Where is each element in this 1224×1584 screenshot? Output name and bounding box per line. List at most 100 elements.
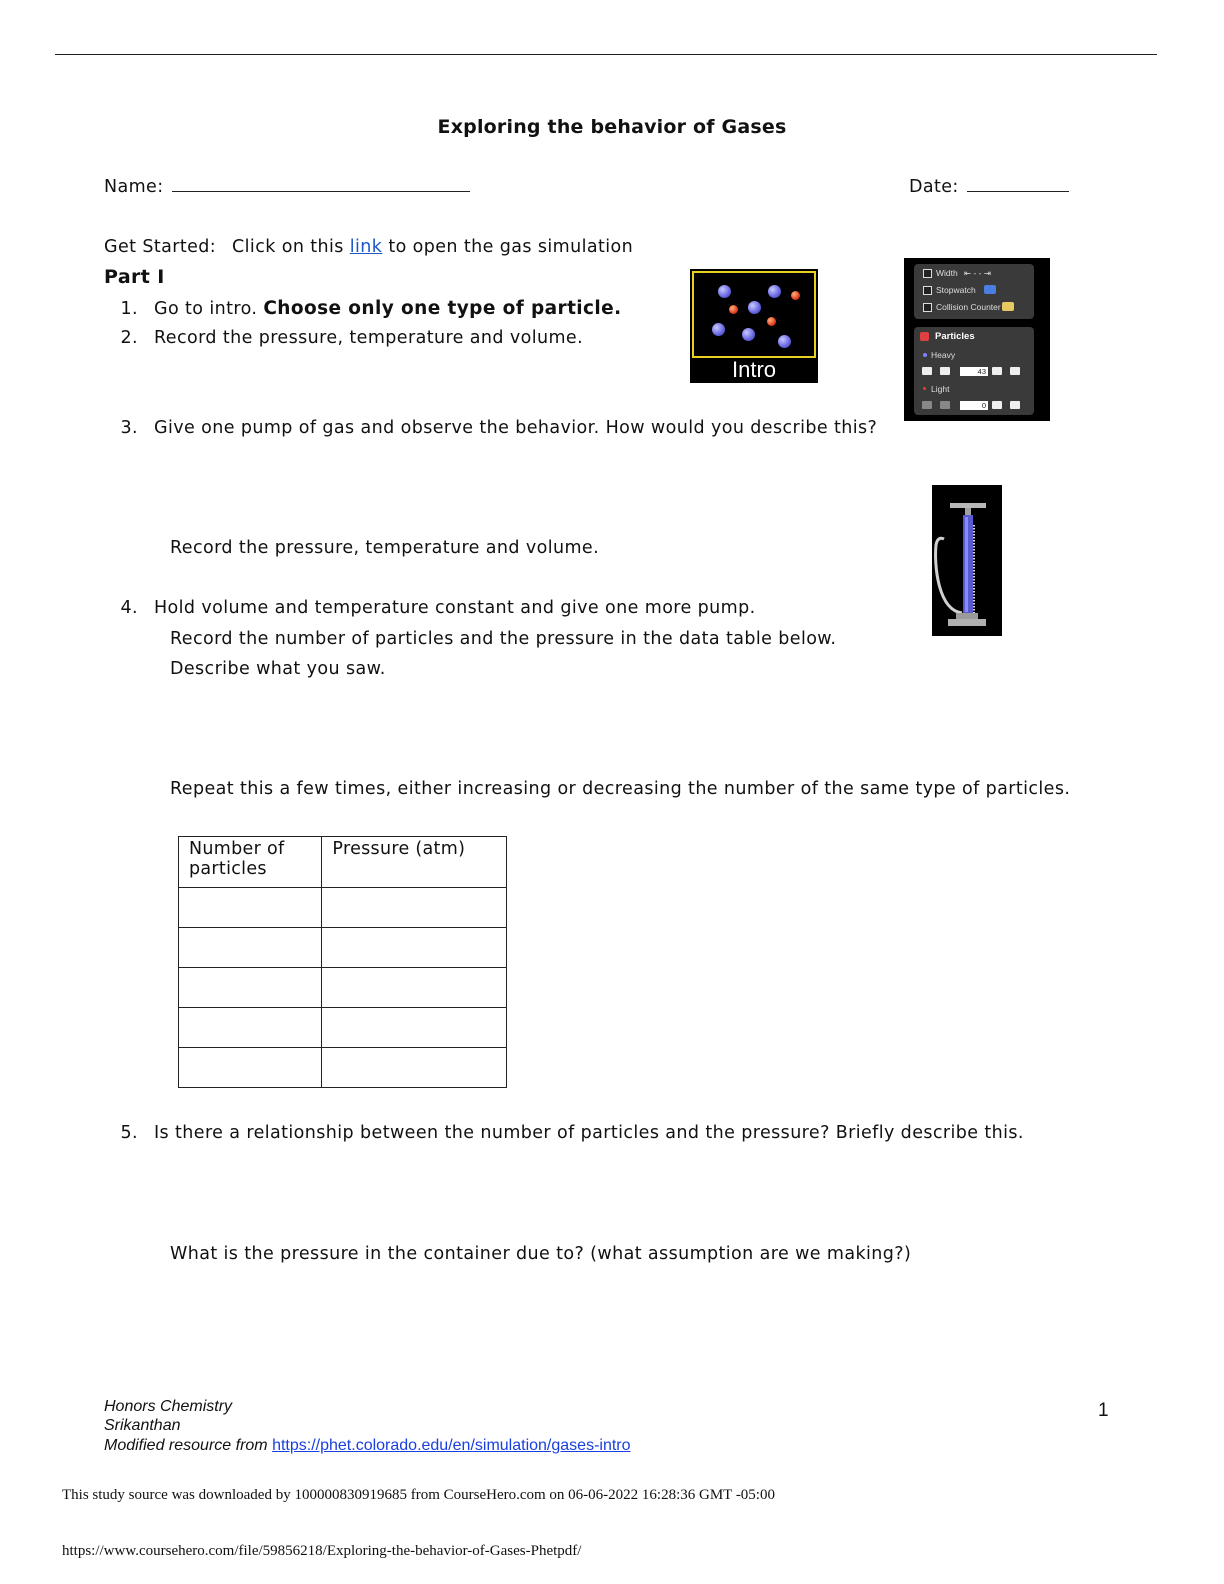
step-2: 2. Record the pressure, temperature and v… bbox=[106, 328, 583, 348]
light-particle bbox=[767, 317, 776, 326]
step-5-text: Is there a relationship between the numb… bbox=[154, 1123, 1024, 1143]
heavy-particle bbox=[712, 323, 725, 336]
decrement-icon bbox=[922, 367, 932, 375]
options-panel: Width ⇤ - - ⇥ Stopwatch Collision Counte… bbox=[914, 264, 1034, 319]
heavy-dot-icon bbox=[923, 353, 927, 357]
get-started-text-after: to open the gas simulation bbox=[388, 237, 634, 257]
table-cell[interactable] bbox=[177, 967, 323, 1008]
option-collision-counter: Collision Counter bbox=[936, 302, 1001, 312]
table-header-particles: Number of particles bbox=[177, 836, 323, 888]
table-cell[interactable] bbox=[321, 967, 507, 1008]
simulation-link[interactable]: link bbox=[349, 237, 383, 257]
step-4-line-2: Record the number of particles and the p… bbox=[170, 629, 837, 649]
get-started-prefix: Get Started: bbox=[104, 237, 217, 257]
name-blank[interactable] bbox=[171, 177, 470, 192]
table-header-row: Number of particles Pressure (atm) bbox=[177, 836, 507, 888]
step-4-line-1: Hold volume and temperature constant and… bbox=[154, 598, 756, 618]
option-width: Width bbox=[936, 268, 958, 278]
table-cell[interactable] bbox=[177, 1007, 323, 1048]
increment-fast-icon bbox=[992, 367, 1002, 375]
heavy-particle bbox=[778, 335, 791, 348]
table-cell[interactable] bbox=[177, 1047, 323, 1088]
part-heading: Part I bbox=[104, 266, 165, 288]
checkbox-icon bbox=[923, 269, 932, 278]
collapse-icon bbox=[920, 332, 929, 341]
table-cell[interactable] bbox=[177, 927, 323, 968]
table-cell[interactable] bbox=[321, 927, 507, 968]
footer-author: Srikanthan bbox=[104, 1417, 181, 1434]
source-url[interactable]: https://www.coursehero.com/file/59856218… bbox=[62, 1543, 582, 1559]
table-header-pressure: Pressure (atm) bbox=[321, 836, 507, 888]
decrement-icon bbox=[922, 401, 932, 409]
download-source-line: This study source was downloaded by 1000… bbox=[62, 1487, 775, 1503]
name-label: Name: bbox=[104, 177, 164, 197]
table-cell[interactable] bbox=[177, 887, 323, 928]
name-field-row: Name: bbox=[104, 177, 470, 197]
heavy-particle bbox=[742, 328, 755, 341]
step-3: 3. Give one pump of gas and observe the b… bbox=[106, 418, 877, 438]
step-3-number: 3. bbox=[120, 418, 138, 438]
table-row bbox=[177, 887, 507, 928]
increment-icon bbox=[1010, 367, 1020, 375]
table-row bbox=[177, 1047, 507, 1088]
light-label: Light bbox=[931, 384, 950, 394]
heavy-label: Heavy bbox=[931, 350, 956, 360]
step-3-text: Give one pump of gas and observe the beh… bbox=[154, 418, 878, 438]
get-started-line: Get Started: Click on this link to open … bbox=[104, 237, 633, 257]
table-cell[interactable] bbox=[321, 1047, 507, 1088]
table-row bbox=[177, 1007, 507, 1048]
step-3-followup: Record the pressure, temperature and vol… bbox=[170, 538, 600, 558]
date-blank[interactable] bbox=[966, 177, 1069, 192]
step-1-number: 1. bbox=[120, 299, 138, 319]
heavy-particle bbox=[768, 285, 781, 298]
step-4-line-3: Describe what you saw. bbox=[170, 659, 386, 679]
page-number: 1 bbox=[1098, 1400, 1109, 1421]
increment-icon bbox=[1010, 401, 1020, 409]
option-stopwatch: Stopwatch bbox=[936, 285, 976, 295]
pump-icon bbox=[934, 503, 986, 626]
heavy-count: 43 bbox=[960, 367, 988, 376]
particles-panel: Particles Heavy 43 Light 0 bbox=[914, 327, 1034, 415]
heavy-particle bbox=[748, 301, 761, 314]
control-panel-image: Width ⇤ - - ⇥ Stopwatch Collision Counte… bbox=[904, 258, 1050, 421]
step-4-number: 4. bbox=[120, 598, 138, 618]
phet-link[interactable]: https://phet.colorado.edu/en/simulation/… bbox=[272, 1437, 631, 1454]
step-5-number: 5. bbox=[120, 1123, 138, 1143]
table-cell[interactable] bbox=[321, 887, 507, 928]
light-dot-icon bbox=[923, 387, 926, 390]
data-table: Number of particles Pressure (atm) bbox=[177, 836, 507, 1088]
step-2-number: 2. bbox=[120, 328, 138, 348]
step-5: 5. Is there a relationship between the nu… bbox=[106, 1123, 1024, 1143]
page-title: Exploring the behavior of Gases bbox=[437, 116, 787, 138]
width-arrow-icon: ⇤ - - ⇥ bbox=[964, 268, 991, 278]
top-rule bbox=[55, 54, 1157, 55]
collision-counter-icon bbox=[1002, 302, 1014, 311]
heavy-particle bbox=[718, 285, 731, 298]
intro-label: Intro bbox=[731, 357, 777, 382]
step-4: 4. Hold volume and temperature constant a… bbox=[106, 598, 756, 618]
intro-screen-image: Intro bbox=[690, 269, 818, 383]
light-particle bbox=[791, 291, 800, 300]
table-row bbox=[177, 927, 507, 968]
repeat-instruction: Repeat this a few times, either increasi… bbox=[170, 779, 1071, 799]
checkbox-icon bbox=[923, 303, 932, 312]
footer-modified-prefix: Modified resource from bbox=[104, 1437, 268, 1454]
intro-frame bbox=[692, 271, 816, 358]
light-count: 0 bbox=[960, 401, 988, 410]
increment-fast-icon bbox=[992, 401, 1002, 409]
stopwatch-icon bbox=[984, 285, 996, 294]
table-cell[interactable] bbox=[321, 1007, 507, 1048]
step-5-followup: What is the pressure in the container du… bbox=[170, 1244, 912, 1264]
step-2-text: Record the pressure, temperature and vol… bbox=[154, 328, 584, 348]
get-started-text: Click on this bbox=[232, 237, 344, 257]
pump-image bbox=[932, 485, 1002, 636]
footer-modified: Modified resource from https://phet.colo… bbox=[104, 1437, 631, 1455]
date-field-row: Date: bbox=[909, 177, 1069, 197]
date-label: Date: bbox=[909, 177, 959, 197]
checkbox-icon bbox=[923, 286, 932, 295]
step-1-bold-text: Choose only one type of particle. bbox=[263, 298, 622, 319]
decrement-fast-icon bbox=[940, 401, 950, 409]
step-1: 1.Go to intro. Choose only one type of p… bbox=[106, 298, 622, 319]
particles-heading: Particles bbox=[935, 331, 975, 342]
decrement-fast-icon bbox=[940, 367, 950, 375]
